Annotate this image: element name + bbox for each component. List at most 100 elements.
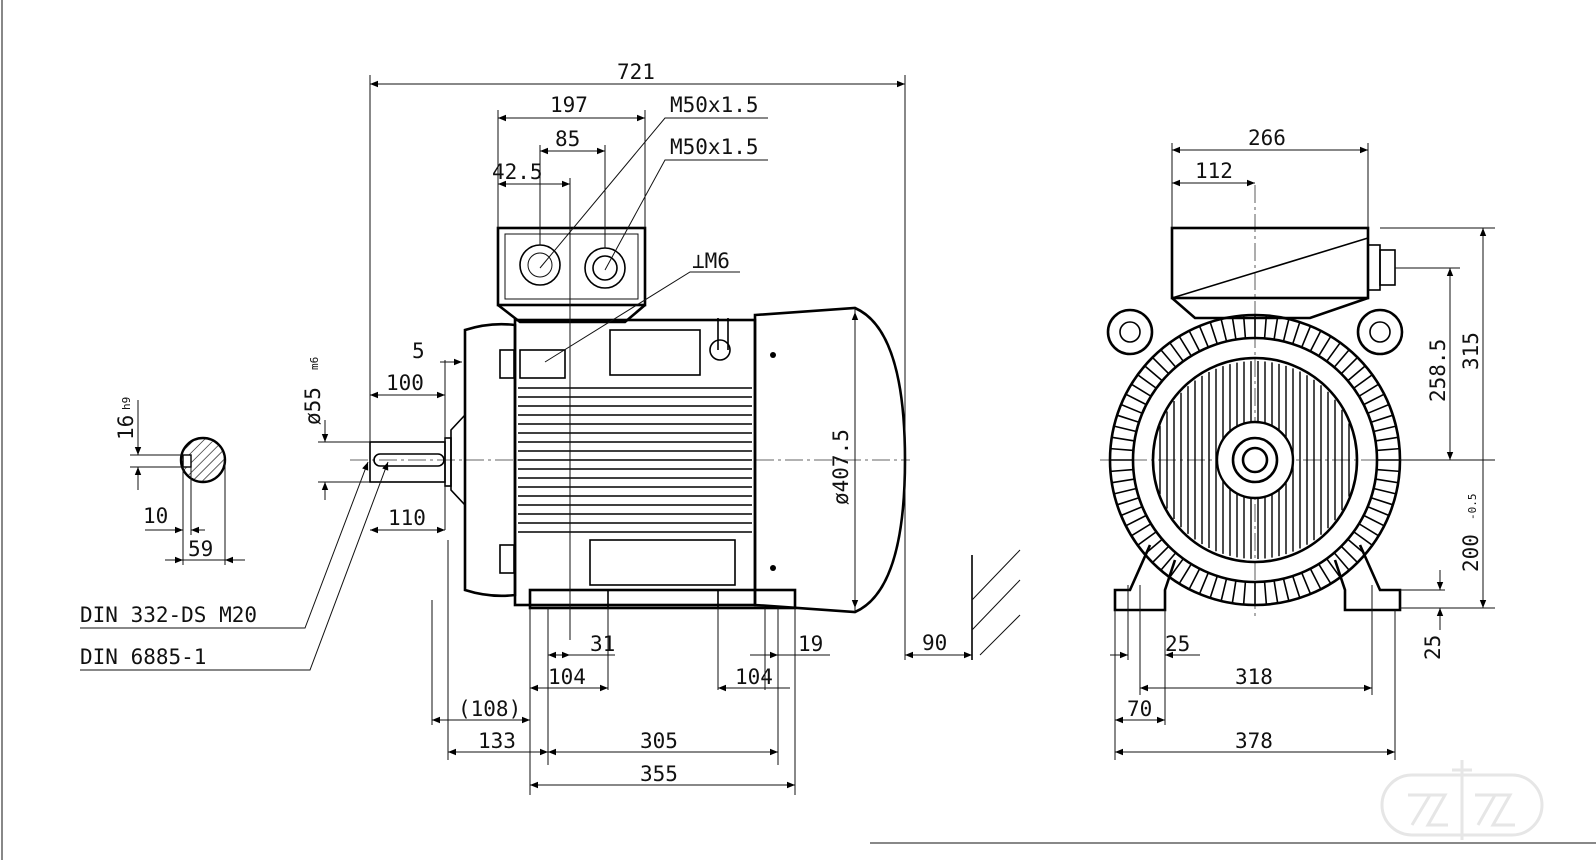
lifting-eyes	[1106, 308, 1404, 356]
radial-fin	[1347, 365, 1366, 382]
dim-258-5: 258.5	[1426, 339, 1450, 402]
earth-terminal	[519, 349, 566, 379]
dim-shaft-dia-tol: m6	[308, 357, 321, 370]
radial-fin	[1160, 552, 1177, 571]
radial-fin	[1188, 330, 1201, 352]
radial-fin	[1273, 580, 1279, 604]
dim-5: 5	[412, 339, 425, 363]
dim-fan-dia: ø407.5	[829, 429, 853, 505]
centre-hole-label: DIN 332-DS M20	[80, 603, 257, 627]
dim-318: 318	[1235, 665, 1273, 689]
radial-fin	[1263, 315, 1268, 339]
side-view	[350, 226, 1021, 660]
dim-shaft-dia: ø55	[301, 387, 325, 425]
radial-fin	[1111, 478, 1135, 484]
radial-fin	[1130, 523, 1152, 537]
radial-fin	[1160, 349, 1177, 368]
radial-fin	[1291, 575, 1301, 599]
feet-side	[528, 588, 797, 610]
radial-fin	[1373, 487, 1397, 495]
radial-fin	[1198, 572, 1210, 595]
ground-hatch	[971, 549, 1021, 660]
dim-25-width: 25	[1165, 632, 1190, 656]
radial-fin	[1282, 578, 1290, 602]
gland-2-label: M50x1.5	[670, 135, 759, 159]
radial-fin	[1188, 568, 1201, 590]
radial-fin	[1353, 374, 1373, 389]
radial-fin	[1231, 316, 1237, 340]
radial-fin	[1130, 383, 1152, 397]
dim-85: 85	[555, 127, 580, 151]
radial-fin	[1300, 325, 1312, 348]
radial-fin	[1370, 496, 1394, 506]
dim-305: 305	[640, 729, 678, 753]
cooling-fins	[1110, 315, 1400, 605]
radial-fin	[1333, 552, 1350, 571]
radial-fin	[1125, 514, 1147, 527]
radial-fin	[1178, 335, 1192, 357]
shaft-end	[1241, 446, 1269, 474]
radial-fin	[1220, 578, 1228, 602]
radial-fin	[1309, 568, 1322, 590]
lifting-eye-side	[709, 339, 731, 361]
dim-59: 59	[188, 537, 213, 561]
radial-fin	[1209, 321, 1219, 345]
radial-fin	[1375, 478, 1399, 484]
dim-100: 100	[386, 371, 424, 395]
radial-fin	[1340, 545, 1359, 564]
radial-fin	[1358, 383, 1380, 397]
dim-key-width-tol: h9	[120, 397, 133, 410]
dim-key-width: 16	[114, 415, 138, 440]
radial-fin	[1116, 414, 1140, 424]
dim-378: 378	[1235, 729, 1273, 753]
radial-fin	[1263, 581, 1268, 605]
front-dimensions: 266 112 258.5 315 200 -0.5 25 25 318 70 …	[1110, 126, 1495, 760]
radial-fin	[1291, 321, 1301, 345]
dim-108-ref: (108)	[458, 697, 521, 721]
radial-fin	[1333, 349, 1350, 368]
radial-fin	[1375, 436, 1399, 442]
radial-fin	[1376, 447, 1400, 452]
dim-104-a: 104	[548, 665, 586, 689]
dim-42-5: 42.5	[492, 160, 543, 184]
dim-70: 70	[1127, 697, 1152, 721]
dim-355: 355	[640, 762, 678, 786]
dim-197: 197	[550, 93, 588, 117]
radial-fin	[1376, 468, 1400, 473]
radial-fin	[1113, 425, 1137, 433]
radial-fin	[1318, 563, 1332, 585]
radial-fin	[1137, 531, 1157, 546]
earth-label: ⊥M6	[692, 249, 730, 273]
radial-fin	[1120, 403, 1143, 415]
radial-fin	[1242, 315, 1247, 339]
radial-fin	[1358, 523, 1380, 537]
radial-fin	[1326, 558, 1341, 578]
radial-fin	[1116, 496, 1140, 506]
gland-1-label: M50x1.5	[670, 93, 759, 117]
radial-fin	[1151, 356, 1170, 375]
radial-fin	[1340, 356, 1359, 375]
radial-fin	[1353, 531, 1373, 546]
dim-19: 19	[798, 632, 823, 656]
key-standard-label: DIN 6885-1	[80, 645, 206, 669]
radial-fin	[1220, 318, 1228, 342]
radial-fin	[1363, 514, 1385, 527]
radial-fin	[1242, 581, 1247, 605]
radial-fin	[1169, 558, 1184, 578]
radial-fin	[1367, 403, 1390, 415]
radial-fin	[1111, 436, 1135, 442]
dim-key-depth: 10	[143, 504, 168, 528]
dim-90: 90	[922, 631, 947, 655]
dim-315: 315	[1459, 332, 1483, 370]
radial-fin	[1137, 374, 1157, 389]
motor-frame	[499, 318, 757, 607]
radial-fin	[1300, 572, 1312, 595]
radial-fin	[1209, 575, 1219, 599]
radial-fin	[1367, 505, 1390, 517]
radial-fin	[1125, 393, 1147, 406]
radial-fin	[1178, 563, 1192, 585]
radial-fin	[1120, 505, 1143, 517]
radial-fin	[1309, 330, 1322, 352]
